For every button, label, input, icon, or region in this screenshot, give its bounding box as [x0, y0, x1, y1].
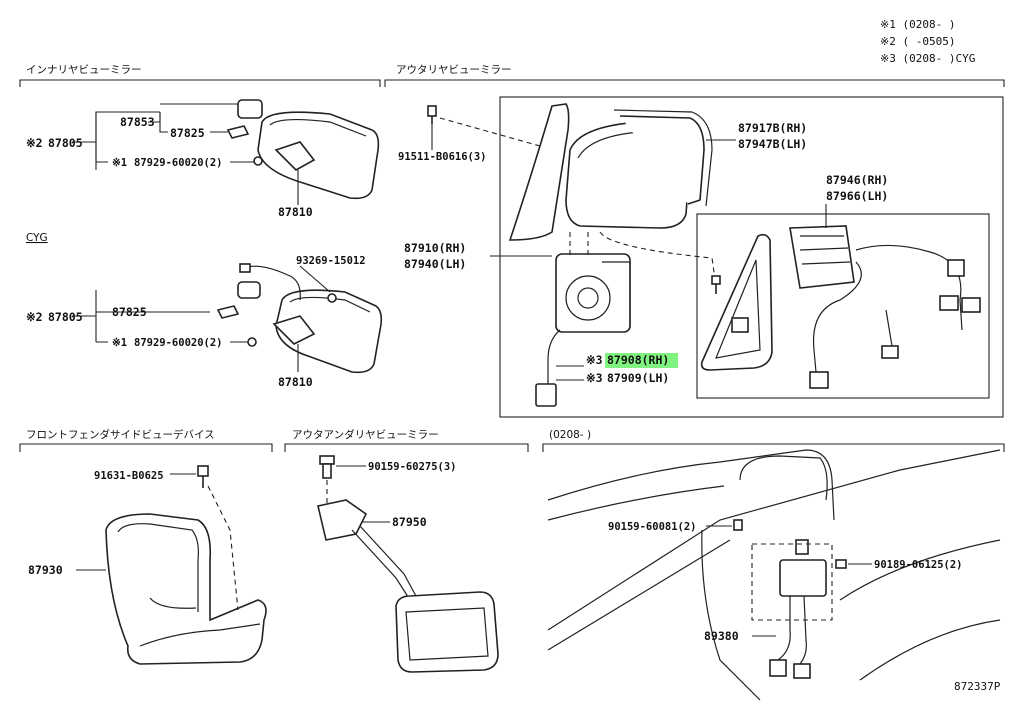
bolt-90159-under: [319, 455, 335, 479]
label-87805-top: 87805: [48, 136, 83, 150]
inner-mirror-cyg: [216, 263, 383, 374]
inner-detail-frame: [696, 213, 990, 399]
under-mirror: [317, 499, 499, 673]
label-91631: 91631-B0625: [94, 470, 164, 482]
section-line-date: [542, 443, 1005, 452]
control-module: [769, 539, 827, 679]
wire-harness: [789, 225, 981, 389]
label-87917: 87917B(RH): [738, 121, 807, 135]
section-outer-mirror: アウタリヤビューミラー: [396, 64, 512, 76]
label-87805-cyg: 87805: [48, 310, 83, 324]
label-87947: 87947B(LH): [738, 137, 807, 151]
screw-91631: [197, 465, 209, 488]
label-90159-60275: 90159-60275(3): [368, 461, 457, 473]
section-line-inner: [19, 79, 381, 87]
note-3: ※3 (0208- )CYG: [880, 52, 975, 65]
outer-mirror-housing: [508, 103, 713, 241]
note-marker-2-top: ※2: [26, 136, 43, 150]
label-87853: 87853: [120, 115, 155, 129]
section-under-mirror: アウタアンダリヤビューミラー: [292, 428, 439, 441]
label-87946: 87946(RH): [826, 173, 888, 187]
label-87810-cyg: 87810: [278, 375, 313, 389]
bolt-91511: [427, 105, 437, 124]
note-marker-3b: ※3: [586, 371, 603, 385]
label-87966: 87966(LH): [826, 189, 888, 203]
inner-mirror-top: [226, 99, 380, 200]
label-87910: 87910(RH): [404, 241, 466, 255]
section-line-outer: [384, 79, 1005, 87]
label-87908[interactable]: 87908(RH): [607, 353, 669, 367]
note-2: ※2 ( -0505): [880, 35, 955, 48]
note-1: ※1 (0208- ): [880, 18, 955, 31]
label-90159-60081: 90159-60081(2): [608, 521, 697, 533]
fender-mirror: [105, 513, 267, 665]
label-87825-cyg: 87825: [112, 305, 147, 319]
section-line-under: [284, 443, 529, 452]
section-cyg: CYG: [26, 232, 48, 244]
diagram-code: 872337P: [954, 680, 1001, 693]
label-87950: 87950: [392, 515, 427, 529]
note-marker-1-top: ※1: [112, 157, 127, 169]
label-87810-top: 87810: [278, 205, 313, 219]
screw-90189-module: [835, 559, 847, 569]
label-87929-top: 87929-60020(2): [134, 157, 223, 169]
label-91511: 91511-B0616(3): [398, 151, 487, 163]
note-marker-1-cyg: ※1: [112, 337, 127, 349]
highlight-87908: [605, 353, 678, 368]
screw-outer: [711, 275, 721, 294]
screw-90159-module: [733, 519, 743, 531]
label-89380: 89380: [704, 629, 739, 643]
label-87929-cyg: 87929-60020(2): [134, 337, 223, 349]
outer-assembly-frame: [499, 96, 1004, 418]
mirror-glass-detail: [700, 233, 773, 371]
note-marker-2-cyg: ※2: [26, 310, 43, 324]
section-date-range: (0208- ): [549, 429, 591, 441]
vehicle-body-outline: [547, 449, 1001, 701]
module-dashed-box: [751, 543, 833, 621]
section-inner-mirror: インナリヤビューミラー: [26, 64, 142, 76]
mirror-motor: [535, 253, 631, 407]
label-87930: 87930: [28, 563, 63, 577]
note-marker-3a: ※3: [586, 353, 603, 367]
label-87909: 87909(LH): [607, 371, 669, 385]
label-87940: 87940(LH): [404, 257, 466, 271]
label-87825-top: 87825: [170, 126, 205, 140]
label-93269: 93269-15012: [296, 255, 366, 267]
label-90189: 90189-06125(2): [874, 559, 963, 571]
section-fender-device: フロントフェンダサイドビューデバイス: [26, 428, 215, 441]
section-line-fender: [19, 443, 273, 452]
